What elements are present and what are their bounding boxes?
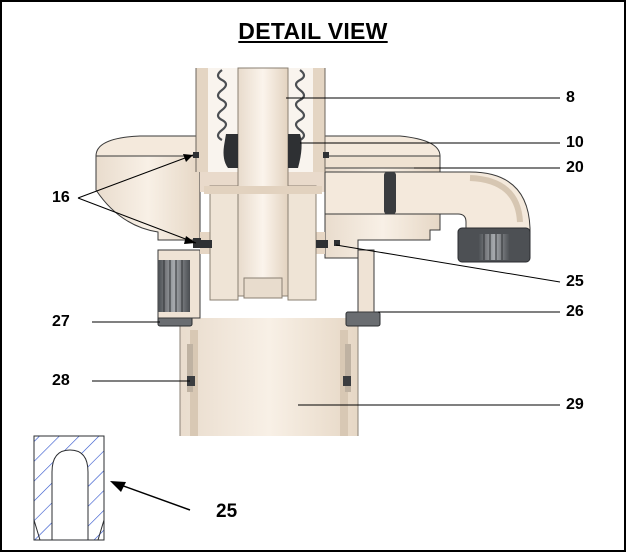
side-outlet — [324, 171, 531, 263]
orings-16 — [193, 152, 329, 248]
arrowheads-16 — [183, 154, 196, 244]
ucup-10 — [223, 134, 302, 168]
seal-28 — [187, 344, 351, 392]
base-tube — [179, 318, 359, 436]
leader-lines — [77, 97, 561, 406]
callout-28: 28 — [52, 372, 70, 389]
callout-26: 26 — [566, 303, 584, 320]
spring — [216, 69, 306, 141]
leader-16b — [77, 197, 197, 244]
piston — [204, 185, 322, 301]
callout-10: 10 — [566, 134, 584, 151]
center-stem — [237, 67, 289, 299]
page-title: DETAIL VIEW — [238, 18, 388, 44]
inset-arrow — [110, 481, 191, 511]
callout-20: 20 — [566, 159, 584, 176]
callout-27: 27 — [52, 313, 70, 330]
inset-seal-section — [33, 435, 105, 541]
leader-25 — [335, 244, 561, 283]
callout-25: 25 — [566, 273, 584, 290]
callout-29: 29 — [566, 396, 584, 413]
inset-label-25: 25 — [216, 501, 238, 522]
callout-16: 16 — [52, 189, 70, 206]
orings-25 — [200, 240, 340, 248]
callout-8: 8 — [566, 89, 575, 106]
strainer-left — [158, 260, 190, 312]
leader-16a — [77, 154, 194, 199]
